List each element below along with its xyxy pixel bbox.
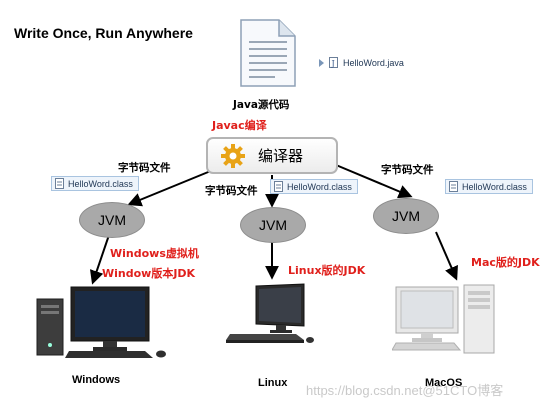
jvm-mac: JVM (373, 198, 439, 234)
class-file-chip-linux: HelloWord.class (270, 179, 358, 194)
svg-text:J: J (331, 59, 335, 68)
source-document-icon (240, 19, 296, 87)
class-file-icon (274, 181, 283, 192)
arrow-jvm-to-mac (435, 231, 458, 281)
class-file-name: HelloWord.class (287, 181, 352, 192)
watermark-text: https://blog.csdn.net@51CTO博客 (306, 383, 504, 398)
class-file-chip-mac: HelloWord.class (445, 179, 533, 194)
bytecode-label-mac: 字节码文件 (381, 164, 434, 176)
arrow-compiler-to-jvm-mac (335, 164, 413, 199)
source-code-label: Java源代码 (233, 99, 290, 111)
arrow-compiler-to-jvm-windows (127, 167, 219, 207)
jvm-linux: JVM (240, 207, 306, 243)
java-file-icon: J (329, 57, 338, 68)
linux-computer-icon (226, 283, 314, 343)
class-file-chip-windows: HelloWord.class (51, 176, 139, 191)
windows-vm-label: Windows虚拟机 (110, 247, 199, 260)
page-title: Write Once, Run Anywhere (14, 25, 193, 41)
mac-jdk-label: Mac版的JDK (471, 256, 540, 269)
jvm-windows: JVM (79, 202, 145, 238)
os-name-windows: Windows (72, 374, 121, 386)
gear-icon (221, 143, 245, 168)
source-file-name: HelloWord.java (343, 57, 404, 68)
mac-computer-icon (392, 284, 495, 354)
bytecode-label-windows: 字节码文件 (118, 162, 171, 174)
os-name-mac: MacOS (425, 377, 463, 389)
windows-computer-icon (36, 286, 166, 358)
linux-jdk-label: Linux版的JDK (288, 264, 366, 277)
class-file-name: HelloWord.class (462, 181, 527, 192)
arrow-jvm-to-windows (89, 234, 110, 285)
windows-jdk-label: Window版本JDK (102, 267, 196, 280)
javac-compile-label: Javac编译 (212, 119, 267, 132)
source-file-chip: J HelloWord.java (319, 57, 404, 68)
class-file-icon (449, 181, 458, 192)
expand-triangle-icon (319, 58, 324, 67)
class-file-icon (55, 178, 64, 189)
bytecode-label-linux: 字节码文件 (205, 185, 258, 197)
os-name-linux: Linux (258, 377, 288, 389)
class-file-name: HelloWord.class (68, 178, 133, 189)
compiler-label: 编译器 (258, 147, 304, 165)
compiler-box: 编译器 (206, 137, 338, 174)
